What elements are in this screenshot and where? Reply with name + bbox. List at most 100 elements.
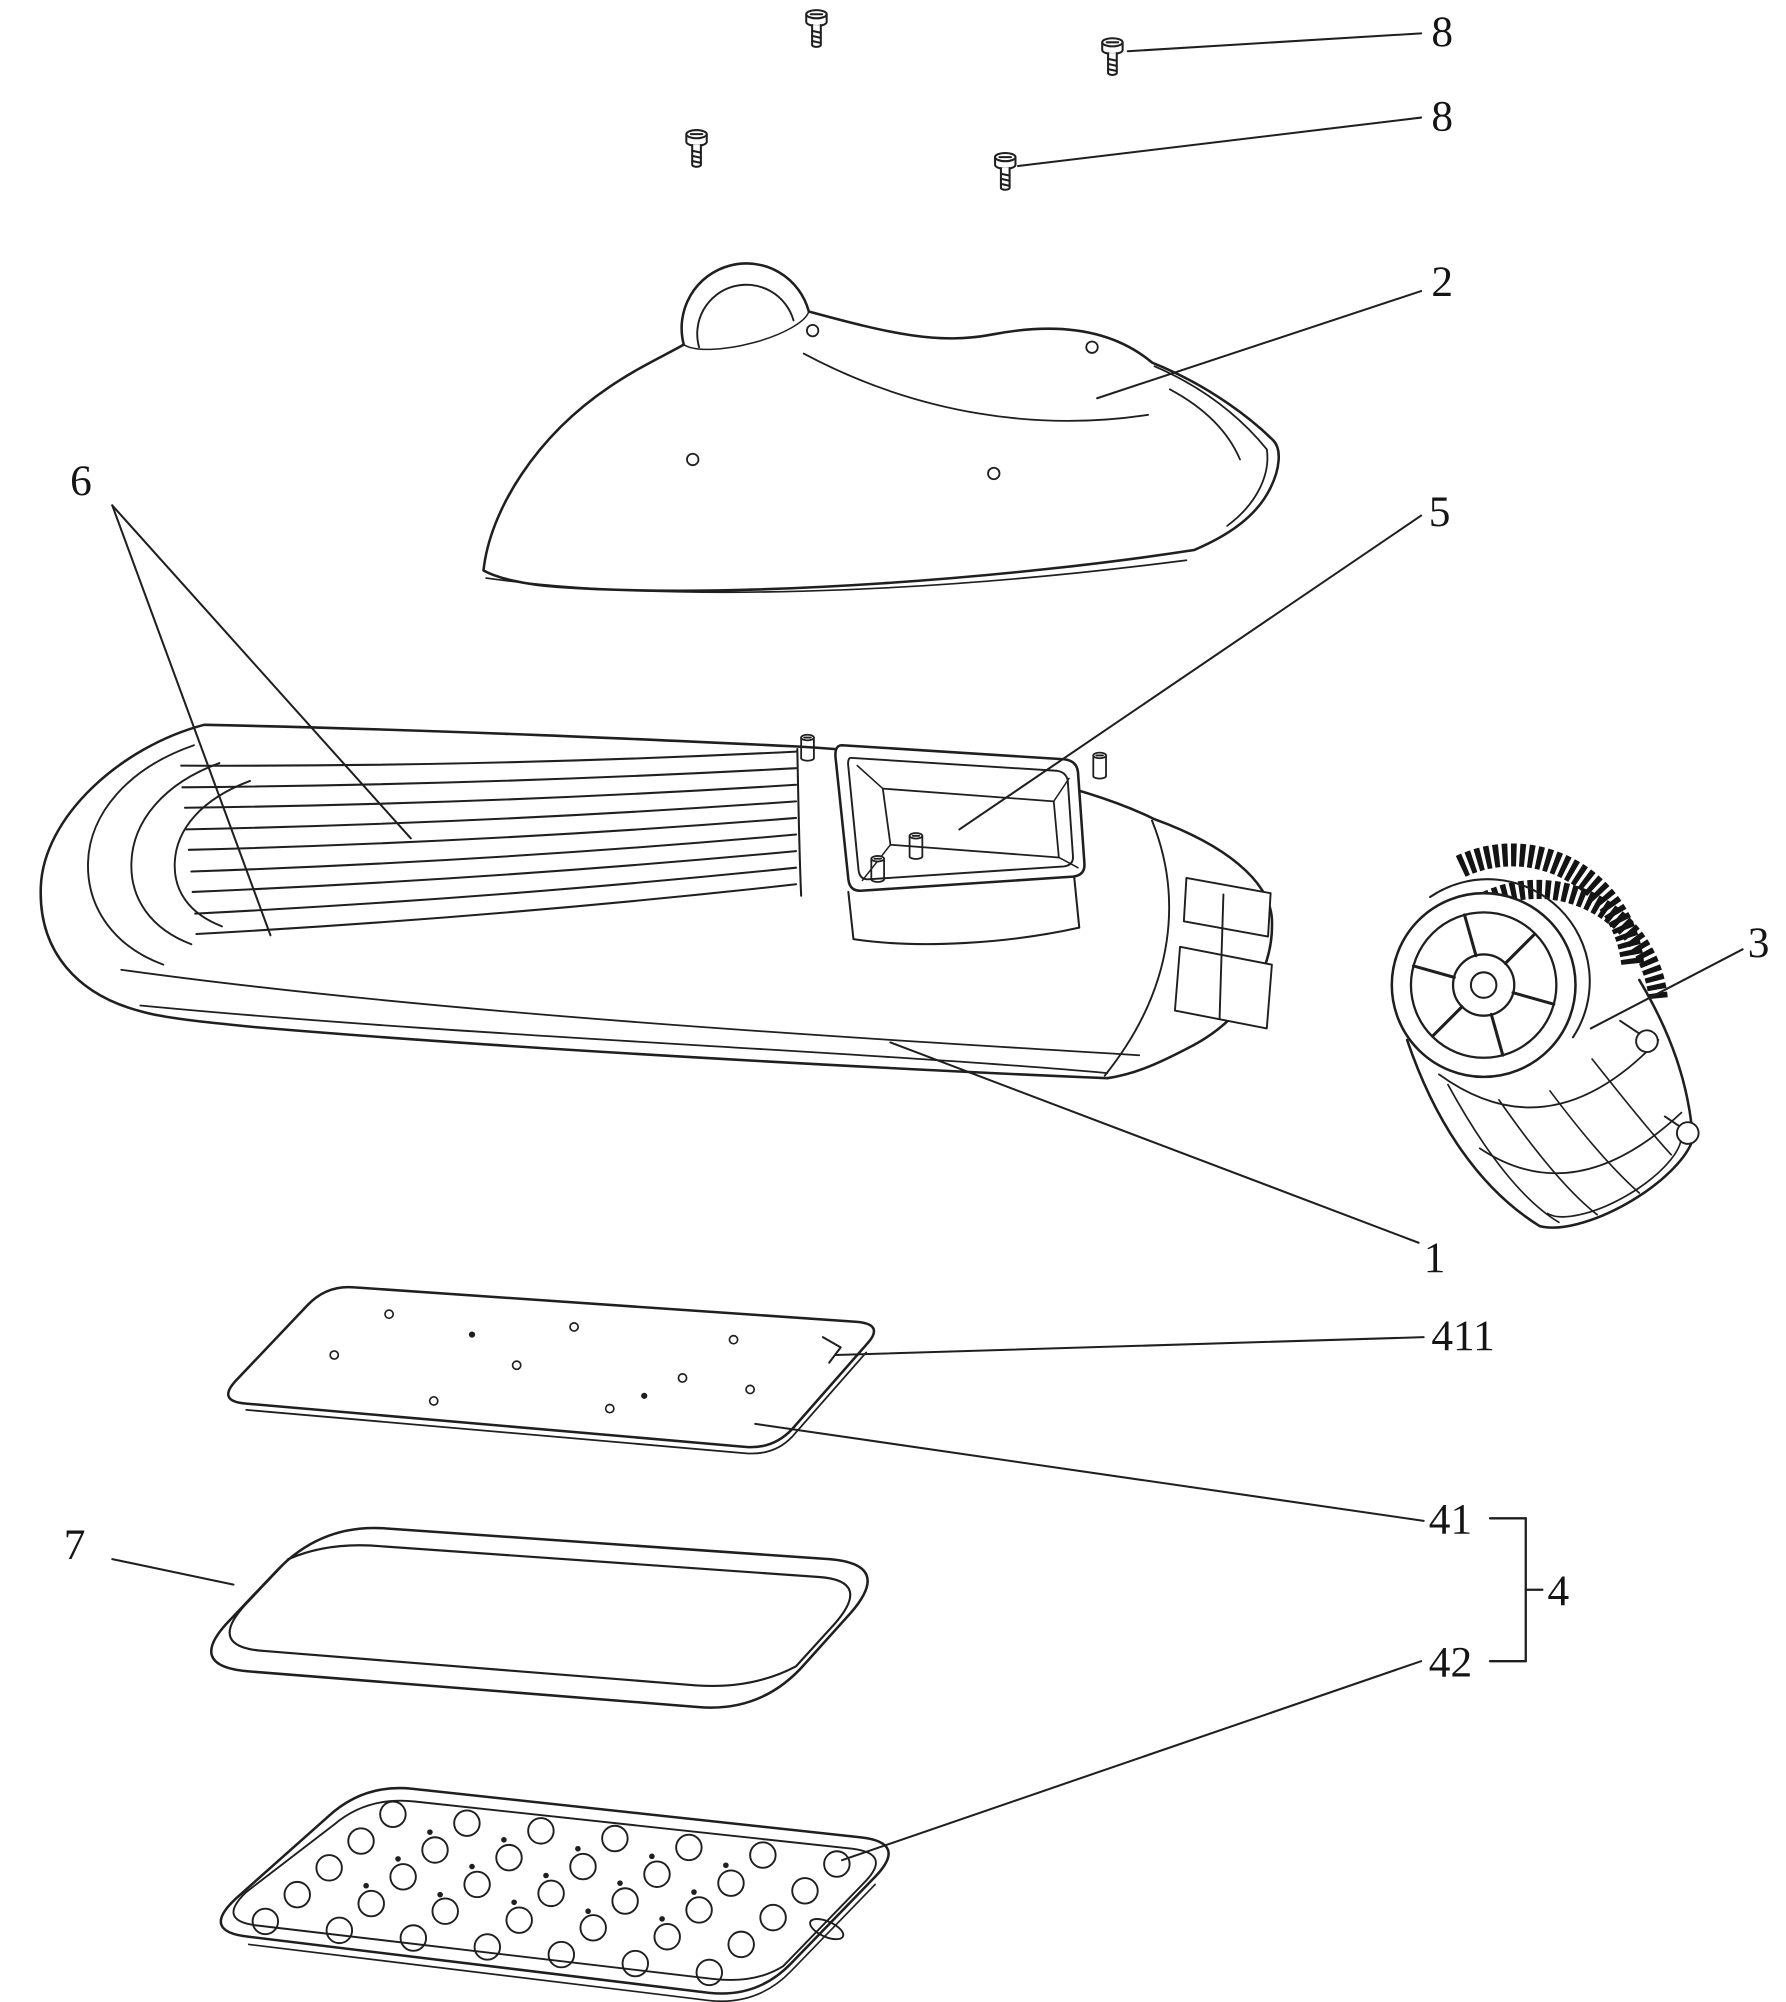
mounting-plate: [227, 1285, 876, 1455]
heatsink-fin: [185, 800, 798, 831]
lens-hole: [453, 1809, 481, 1837]
cover-screw-hole: [987, 466, 1001, 481]
lens-hole: [695, 1958, 724, 1987]
plate-hole: [745, 1384, 756, 1395]
plate-hole: [384, 1309, 395, 1320]
socket-ribs: [1447, 1058, 1673, 1224]
group-4-bracket: [1488, 1517, 1544, 1663]
plate-hole: [569, 1322, 579, 1332]
leader-3: [1589, 948, 1744, 1030]
top-cover-outline: [482, 262, 1280, 592]
cover-arch-base: [683, 310, 810, 351]
flange-arc: [1429, 878, 1591, 1039]
lens-hole: [569, 1852, 597, 1881]
mount-bracket-lower: [1173, 945, 1273, 1030]
lens-hole: [431, 1897, 459, 1925]
cavity-inner-rim: [847, 756, 1074, 881]
lens-hole: [325, 1916, 354, 1945]
screw-icon: [994, 152, 1017, 191]
heatsink-fins: [180, 748, 803, 936]
socket-bottom-cap: [1538, 1138, 1695, 1229]
face-ring: [1409, 911, 1558, 1059]
lens-hole: [749, 1841, 777, 1869]
heatsink-fin: [181, 767, 798, 789]
housing-body: [39, 723, 1274, 1080]
lens-hole: [283, 1880, 311, 1909]
lens-hole: [823, 1850, 851, 1878]
end-cap-seam: [1103, 819, 1171, 1077]
plate-dot: [468, 1331, 476, 1338]
connector-socket: [1390, 843, 1700, 1229]
screw-icon: [685, 129, 708, 168]
leader-8-top: [1126, 32, 1423, 53]
label-7: 7: [64, 1521, 86, 1569]
mount-bracket-rib: [1218, 893, 1225, 1020]
lens-hole-grid: [251, 1800, 851, 1987]
connector-face-wheel: [1390, 891, 1577, 1079]
heatsink-fin: [187, 816, 798, 851]
face-spokes: [1411, 913, 1556, 1057]
lens-slot: [809, 1918, 845, 1941]
lens-inner-rim: [232, 1799, 877, 1981]
cover-screw-hole: [686, 452, 700, 467]
cover-arch-inner: [696, 283, 795, 349]
plate-hole: [329, 1350, 340, 1360]
leader-411: [834, 1336, 1425, 1357]
lens-hole: [611, 1887, 639, 1915]
lens-hole: [621, 1949, 650, 1978]
cover-bottom-rim: [485, 559, 1188, 594]
socket-lugs: [1619, 1019, 1700, 1145]
gasket-seal: [210, 1526, 869, 1709]
leader-lines: [111, 32, 1744, 1862]
lens-hole: [685, 1896, 713, 1924]
plate-hole: [677, 1373, 688, 1383]
face-outer: [1390, 891, 1577, 1079]
lens-hole: [251, 1907, 280, 1936]
screw-icon: [805, 9, 828, 48]
lens-hole: [315, 1854, 343, 1882]
plate-hole: [428, 1396, 439, 1406]
fin-end-wall: [796, 748, 803, 897]
knurled-ring-band-b: [1482, 879, 1668, 1002]
heatsink-fin: [180, 750, 798, 767]
mount-bracket-upper: [1182, 876, 1272, 938]
heatsink-left-cap: [87, 744, 251, 966]
label-1: 1: [1424, 1234, 1446, 1282]
cover-roll-lip: [1226, 448, 1269, 527]
housing-outline: [39, 723, 1274, 1080]
lens-hole: [527, 1817, 555, 1845]
lens-plate: [219, 1786, 890, 2002]
cavity-floor-corners: [856, 764, 1079, 882]
label-411: 411: [1431, 1312, 1494, 1360]
face-hub: [1451, 953, 1516, 1017]
socket-body-left-edge: [1405, 1038, 1542, 1228]
lens-hole: [643, 1860, 671, 1888]
plate-hole: [511, 1360, 522, 1371]
leader-2: [1096, 290, 1423, 400]
label-8-top: 8: [1431, 8, 1453, 56]
plate-hole: [728, 1334, 739, 1345]
label-3: 3: [1748, 919, 1770, 967]
lens-hole: [791, 1877, 819, 1905]
reference-labels: 8 8 2 6 5 3 1 411 41 4 42 7: [64, 8, 1770, 1686]
lens-hole: [379, 1800, 407, 1828]
leader-6-b: [111, 504, 272, 937]
lens-outline: [219, 1786, 890, 1995]
cover-roll-line-b: [1168, 388, 1241, 461]
plate-notch-411: [821, 1336, 842, 1364]
gasket-outer: [210, 1526, 869, 1709]
cavity-outer-rim: [834, 743, 1086, 893]
lens-dot-grid: [363, 1829, 729, 1922]
lens-hole: [389, 1863, 417, 1891]
cover-screw-hole: [805, 323, 820, 338]
plate-dot: [641, 1392, 648, 1399]
pole-mount-end: [1103, 819, 1273, 1077]
lens-hole: [653, 1923, 681, 1951]
label-5: 5: [1429, 488, 1451, 536]
label-2: 2: [1431, 258, 1453, 306]
lens-hole: [357, 1889, 385, 1918]
housing-rim-lower: [139, 1004, 1109, 1074]
label-8-mid: 8: [1431, 92, 1453, 140]
